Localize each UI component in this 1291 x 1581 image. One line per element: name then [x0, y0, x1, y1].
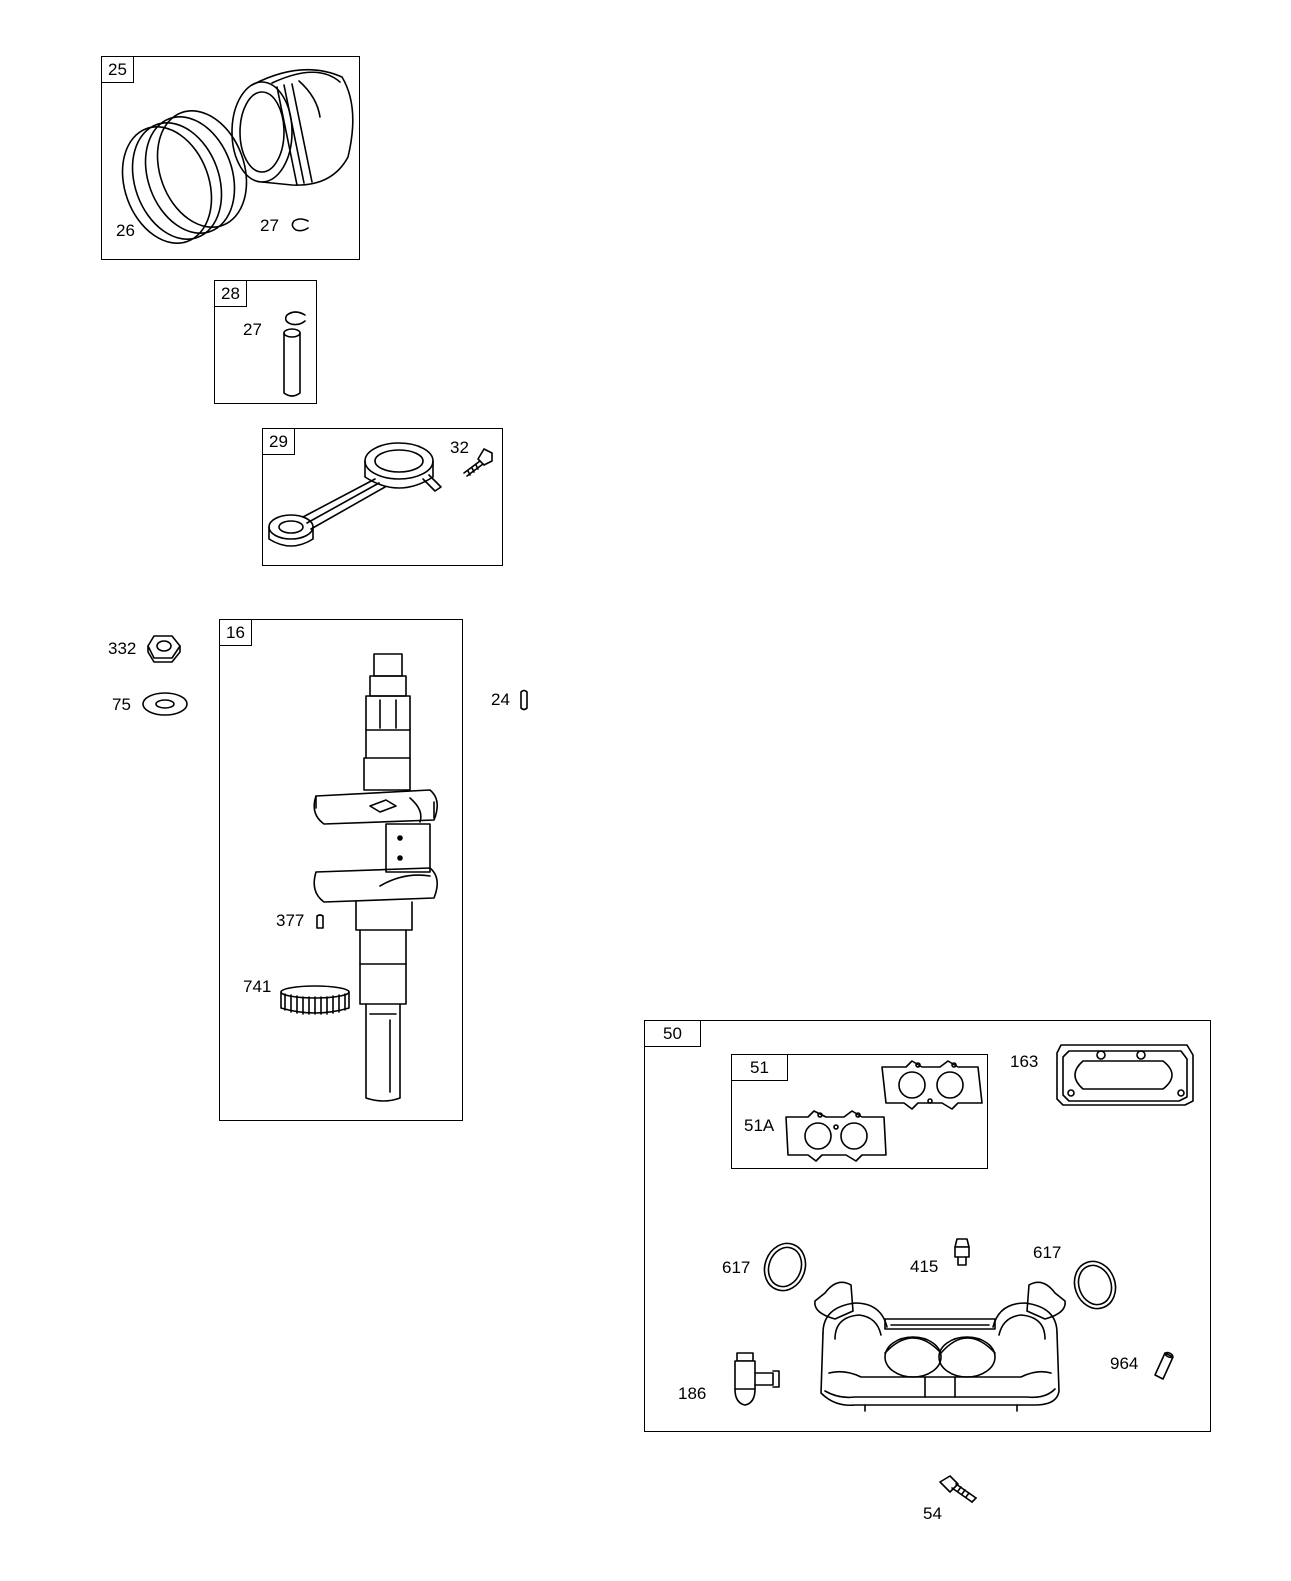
elbow-fitting-icon	[734, 1352, 780, 1406]
part-617-left-label: 617	[722, 1258, 751, 1277]
intake-manifold-icon	[814, 1281, 1066, 1412]
part-24-label: 24	[491, 690, 510, 709]
piston-pin-icon	[283, 328, 301, 397]
washer-icon	[142, 692, 188, 716]
part-51a-label: 51A	[744, 1116, 775, 1135]
part-54-label: 54	[923, 1504, 942, 1523]
group-50-panel: 50 51 51A 163	[644, 1020, 1211, 1432]
gasket-icon	[785, 1110, 887, 1162]
group-29-panel: 29 32	[262, 428, 503, 566]
piston-ring-icon	[121, 110, 248, 244]
group-25-panel: 25 26 27	[101, 56, 360, 260]
plug-icon	[1154, 1351, 1174, 1380]
part-377-label: 377	[276, 911, 305, 930]
part-741-label: 741	[243, 977, 272, 996]
connecting-rod-icon	[268, 442, 442, 547]
group-16-tag: 16	[219, 619, 252, 646]
group-51-tag: 51	[731, 1054, 788, 1081]
part-32-label: 32	[450, 438, 469, 457]
gasket-icon	[881, 1060, 983, 1110]
timing-gear-icon	[280, 985, 350, 1015]
part-27-label: 27	[243, 320, 262, 339]
o-ring-icon	[1073, 1260, 1117, 1310]
woodruff-key-icon	[316, 914, 324, 929]
hex-nut-icon	[147, 635, 181, 663]
part-75-label: 75	[112, 695, 131, 714]
part-26-label: 26	[116, 221, 135, 240]
part-186-label: 186	[678, 1384, 707, 1403]
retaining-clip-icon	[284, 311, 306, 326]
bolt-icon	[463, 448, 493, 477]
part-332-label: 332	[108, 639, 137, 658]
screw-icon	[939, 1475, 977, 1503]
group-16-panel: 16 377 741	[219, 619, 463, 1121]
part-163-label: 163	[1010, 1052, 1039, 1071]
fitting-icon	[954, 1238, 970, 1266]
group-29-tag: 29	[262, 428, 295, 455]
part-617-right-label: 617	[1033, 1243, 1062, 1262]
group-28-tag: 28	[214, 280, 247, 307]
part-964-label: 964	[1110, 1354, 1139, 1373]
retaining-clip-icon	[291, 218, 309, 232]
gasket-icon	[1056, 1044, 1194, 1106]
group-25-tag: 25	[101, 56, 134, 83]
piston-icon	[231, 68, 354, 186]
part-415-label: 415	[910, 1257, 939, 1276]
group-51-panel: 51 51A	[731, 1054, 988, 1169]
crankshaft-icon	[313, 653, 438, 1102]
group-50-tag: 50	[644, 1020, 701, 1047]
dowel-pin-icon	[520, 689, 528, 711]
group-28-panel: 28 27	[214, 280, 317, 404]
o-ring-icon	[763, 1242, 807, 1292]
part-27-label: 27	[260, 216, 279, 235]
